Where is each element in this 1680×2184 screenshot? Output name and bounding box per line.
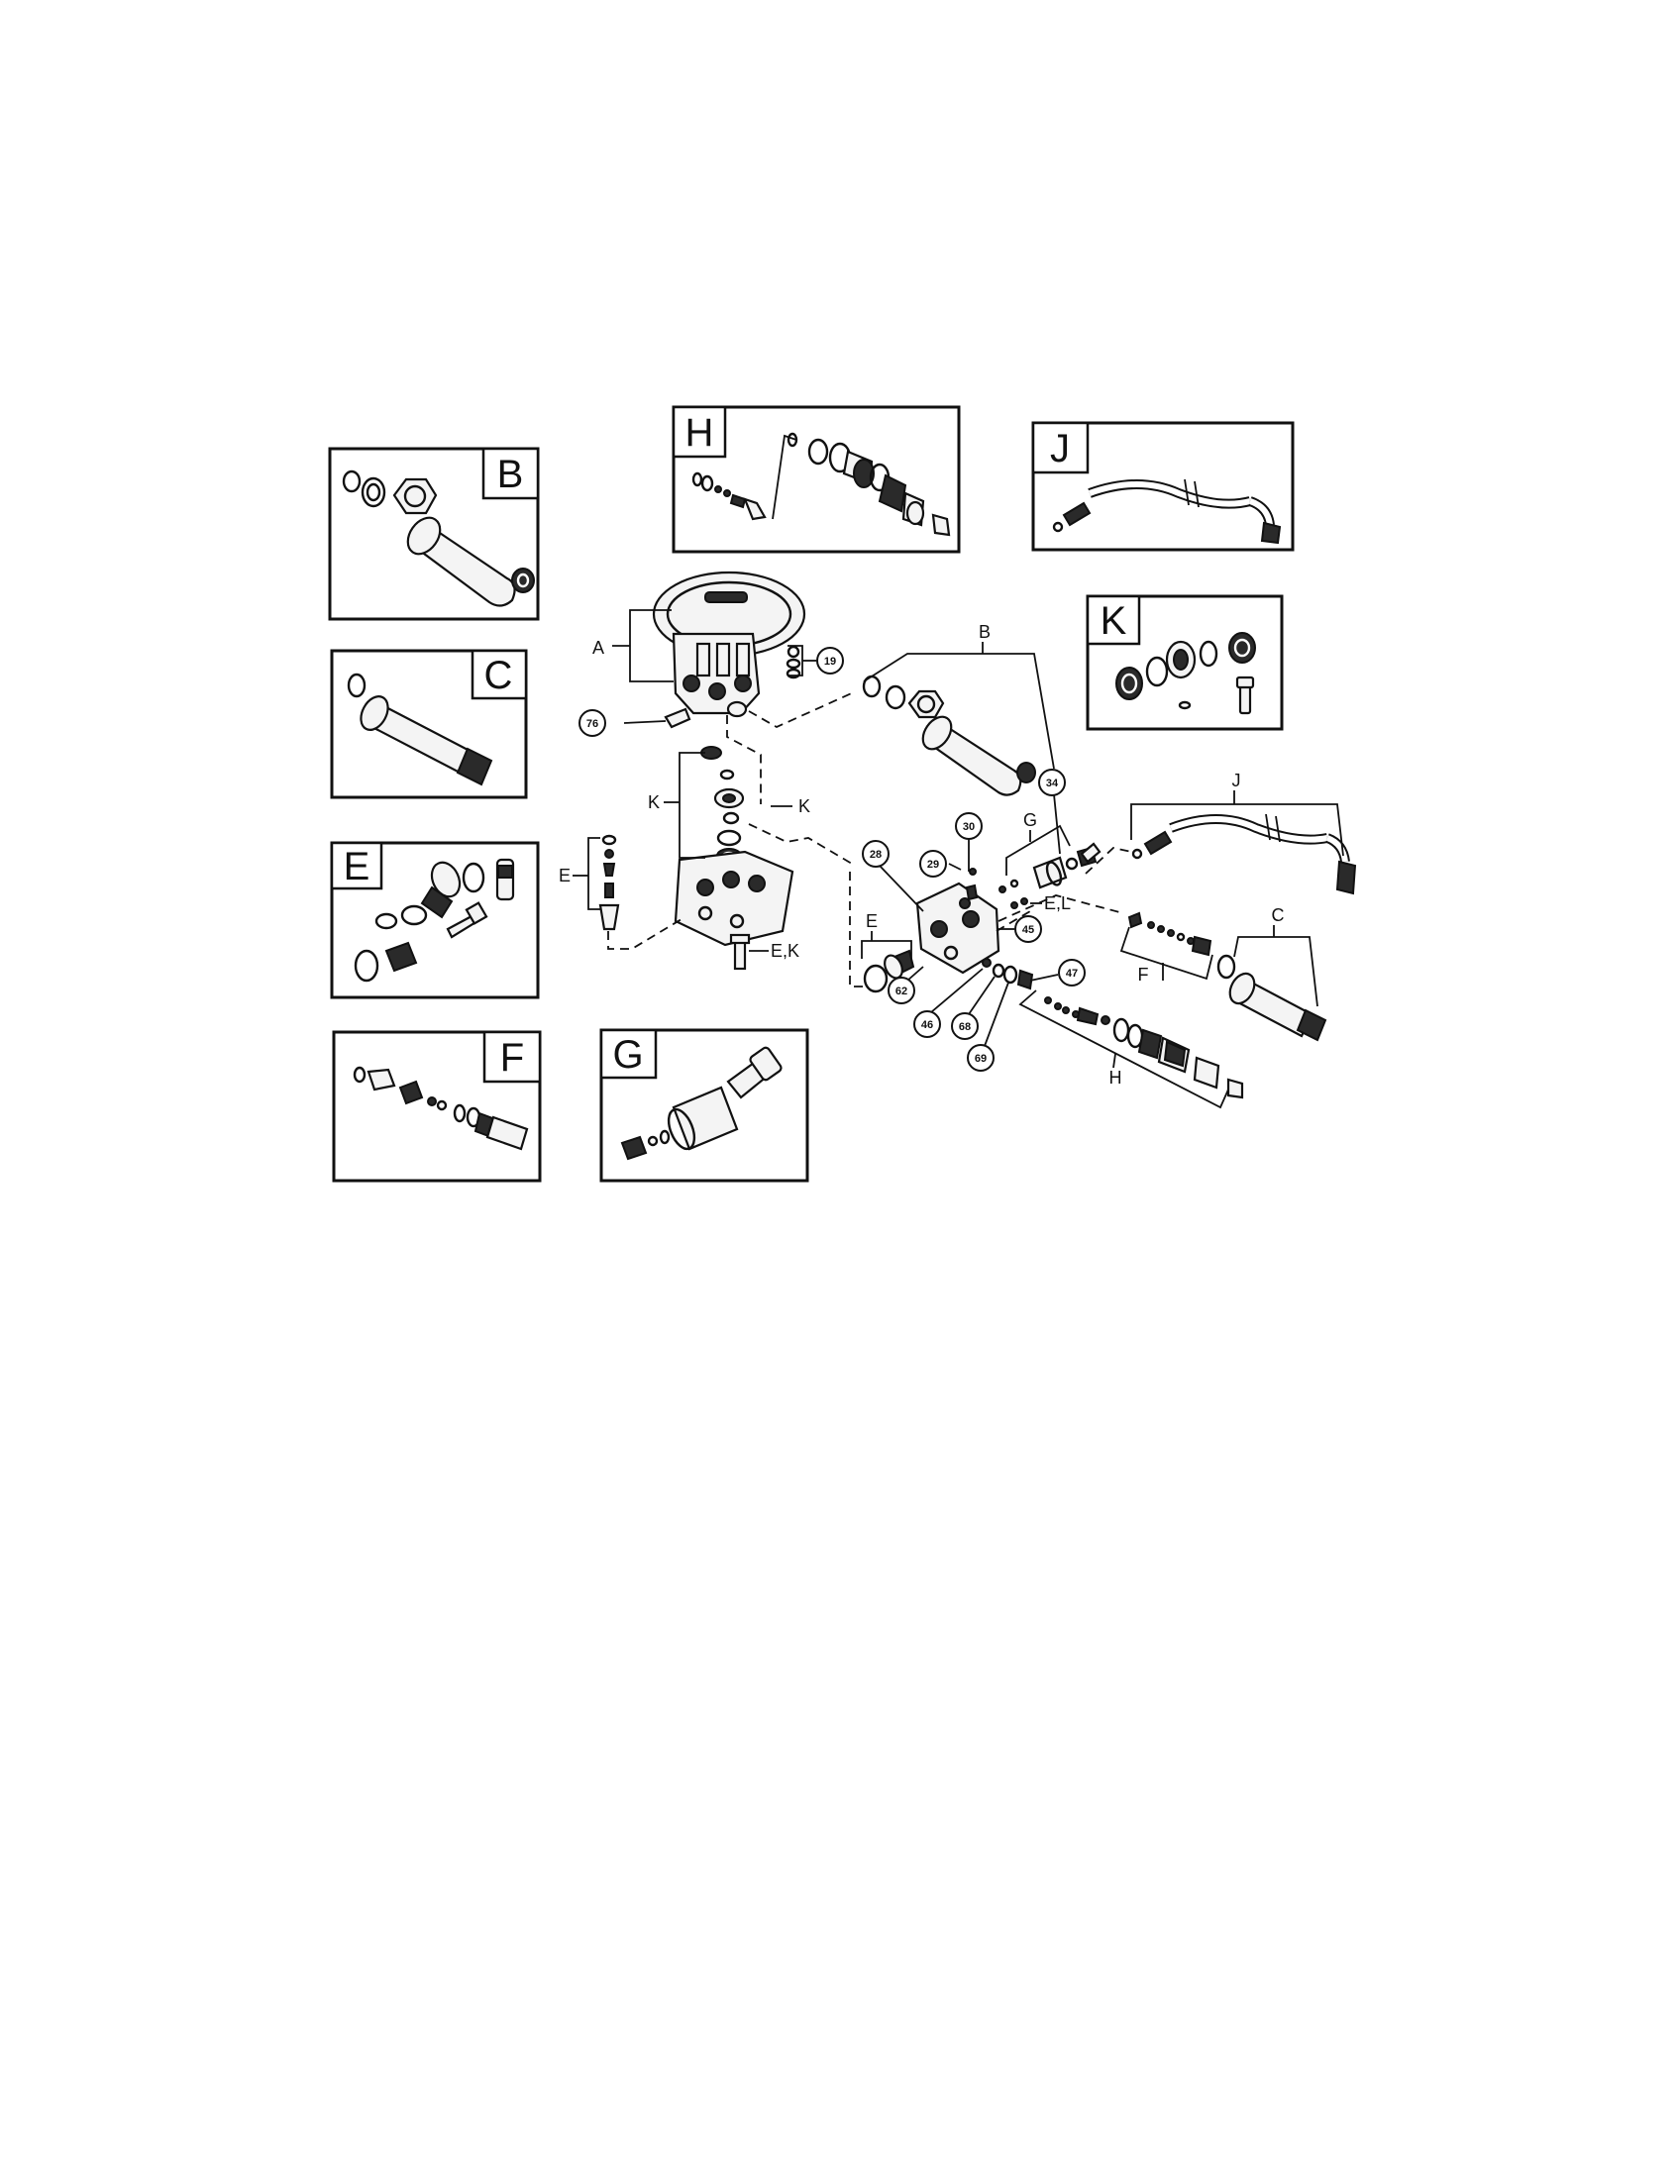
part-number-46: 46: [921, 1019, 933, 1031]
inset-box-k: K: [1086, 594, 1284, 731]
callout-e-k: E,K: [771, 941, 799, 961]
callout-k: K: [648, 792, 660, 812]
callout-letters: A B K K E E,K G E,L J E F C H: [559, 622, 1285, 1088]
callout-b: B: [979, 622, 991, 642]
part-number-bubbles: 19 76 30 34 28 29 45 47 62 46 68 69: [578, 647, 1086, 1072]
part-number-30: 30: [963, 821, 975, 833]
callout-k: K: [798, 796, 810, 816]
part-number-34: 34: [1046, 778, 1059, 789]
inset-letter: C: [484, 654, 513, 697]
inset-letter: J: [1050, 427, 1070, 470]
part-number-47: 47: [1066, 968, 1078, 980]
part-number-29: 29: [927, 859, 939, 871]
crankcase-assembly: [652, 571, 806, 718]
callout-a: A: [592, 638, 604, 658]
inset-letter: E: [344, 845, 370, 888]
b-assembly-parts: [862, 675, 1036, 796]
screw-76: [664, 707, 691, 729]
callout-h: H: [1109, 1068, 1122, 1088]
h-parts-main: [1044, 996, 1244, 1099]
inset-letter: K: [1101, 599, 1127, 643]
part-number-62: 62: [895, 986, 907, 997]
k-stack-parts: [700, 746, 745, 864]
inset-letter: G: [612, 1033, 643, 1077]
callout-e: E: [866, 911, 878, 931]
part-number-28: 28: [870, 849, 882, 861]
inset-box-b: B: [328, 447, 540, 621]
inset-letter: B: [497, 453, 524, 496]
part-number-69: 69: [975, 1053, 987, 1065]
el-parts: [1010, 897, 1028, 909]
inset-box-j: J: [1031, 421, 1295, 552]
g-parts-main: [998, 842, 1102, 893]
inset-box-e: E: [330, 841, 540, 999]
j-parts-main: [1131, 813, 1357, 895]
part-number-19: 19: [824, 656, 836, 668]
callout-c: C: [1272, 905, 1285, 925]
callout-j: J: [1232, 771, 1241, 790]
inset-box-h: H: [672, 405, 961, 554]
part-number-45: 45: [1022, 924, 1034, 936]
callout-g: G: [1023, 810, 1037, 830]
inset-box-f: F: [332, 1030, 542, 1183]
inset-letter: H: [685, 411, 714, 455]
part-number-76: 76: [586, 718, 598, 730]
c-parts-main: [1216, 954, 1327, 1042]
right-manifold-block: [915, 868, 1000, 975]
callout-e: E: [559, 866, 571, 885]
inset-box-c: C: [330, 649, 528, 799]
manifold-block: [674, 850, 794, 971]
e-stack-parts: [598, 834, 620, 931]
callout-e-l: E,L: [1044, 893, 1071, 913]
seal-parts-row: [982, 958, 1034, 990]
part-number-68: 68: [959, 1021, 971, 1033]
callout-f: F: [1138, 965, 1149, 985]
inset-letter: F: [500, 1036, 524, 1080]
f-parts-main: [1127, 911, 1212, 957]
inset-box-g: G: [599, 1028, 809, 1183]
